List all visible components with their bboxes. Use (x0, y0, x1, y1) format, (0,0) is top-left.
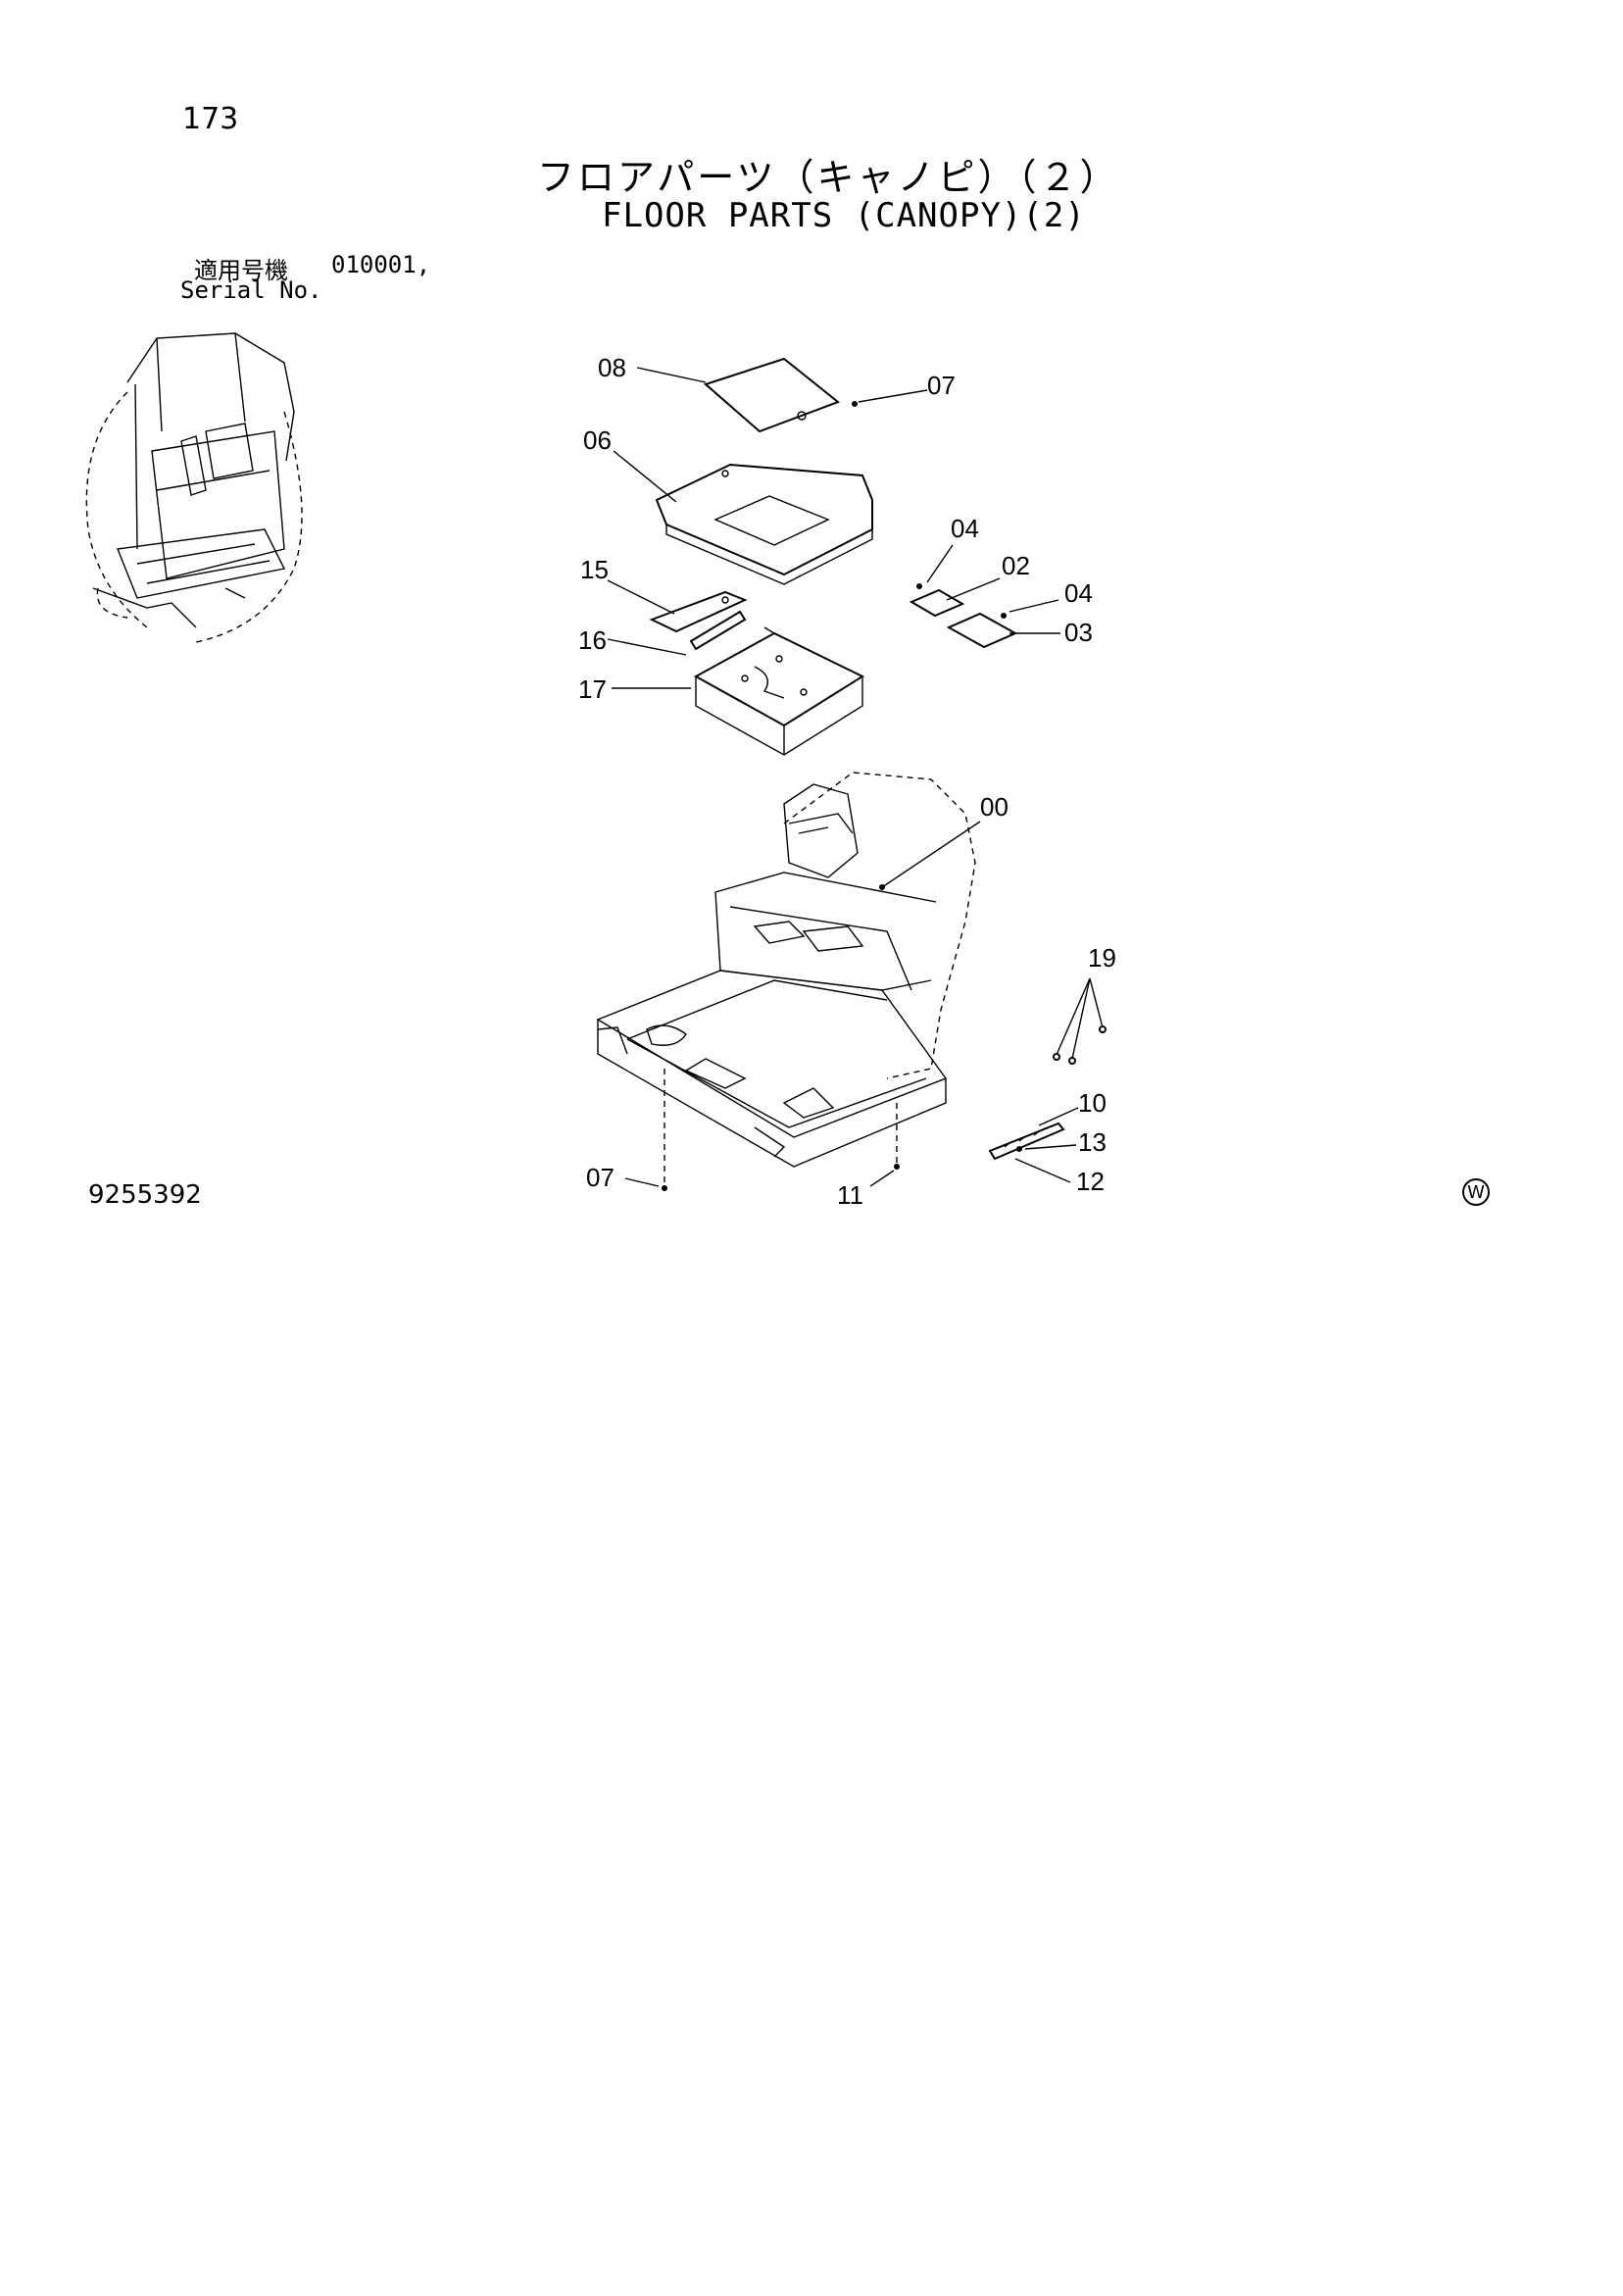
callout-17: 17 (578, 674, 607, 704)
callout-08: 08 (598, 353, 626, 382)
callout-19: 19 (1088, 943, 1116, 973)
parts-02-03-04-plates (909, 544, 1060, 649)
part-07-top-bolt (852, 389, 928, 407)
part-16-strip (607, 610, 747, 656)
callout-06: 06 (583, 425, 612, 455)
page-number: 173 (182, 102, 239, 136)
callout-16: 16 (578, 625, 607, 655)
callout-15: 15 (580, 555, 609, 584)
serial-label-japanese: 適用号機 (194, 257, 288, 284)
callout-04-b: 04 (1064, 578, 1093, 608)
callout-04-a: 04 (951, 514, 979, 543)
callout-11: 11 (837, 1180, 863, 1210)
document-number: 9255392 (88, 1180, 202, 1210)
callout-13: 13 (1078, 1127, 1107, 1157)
bottom-leader-lines (624, 1069, 900, 1191)
parts-10-12-13-step (988, 1107, 1079, 1183)
w-circle-mark: W (1462, 1178, 1490, 1206)
callout-07-bottom: 07 (586, 1163, 615, 1192)
callout-02: 02 (1002, 551, 1030, 580)
cab-thumbnail-illustration (85, 332, 303, 643)
callout-00: 00 (980, 792, 1008, 822)
serial-value: 010001, (331, 251, 431, 278)
callout-07-top: 07 (927, 371, 956, 400)
page-title-japanese: フロアパーツ（キャノピ）（２） (537, 156, 1120, 199)
serial-label-english: Serial No. (180, 276, 322, 304)
part-17-bracket (612, 626, 865, 756)
callout-03: 03 (1064, 618, 1093, 647)
part-06-floor-mat (613, 450, 873, 585)
callout-12: 12 (1076, 1167, 1105, 1196)
part-00-floor-frame (596, 772, 981, 1168)
part-08-cover-plate (636, 357, 840, 433)
part-19-pins (1053, 977, 1107, 1065)
page-title-english: FLOOR PARTS (CANOPY)(2) (602, 196, 1086, 235)
callout-10: 10 (1078, 1088, 1107, 1118)
part-15-plate (607, 579, 748, 633)
